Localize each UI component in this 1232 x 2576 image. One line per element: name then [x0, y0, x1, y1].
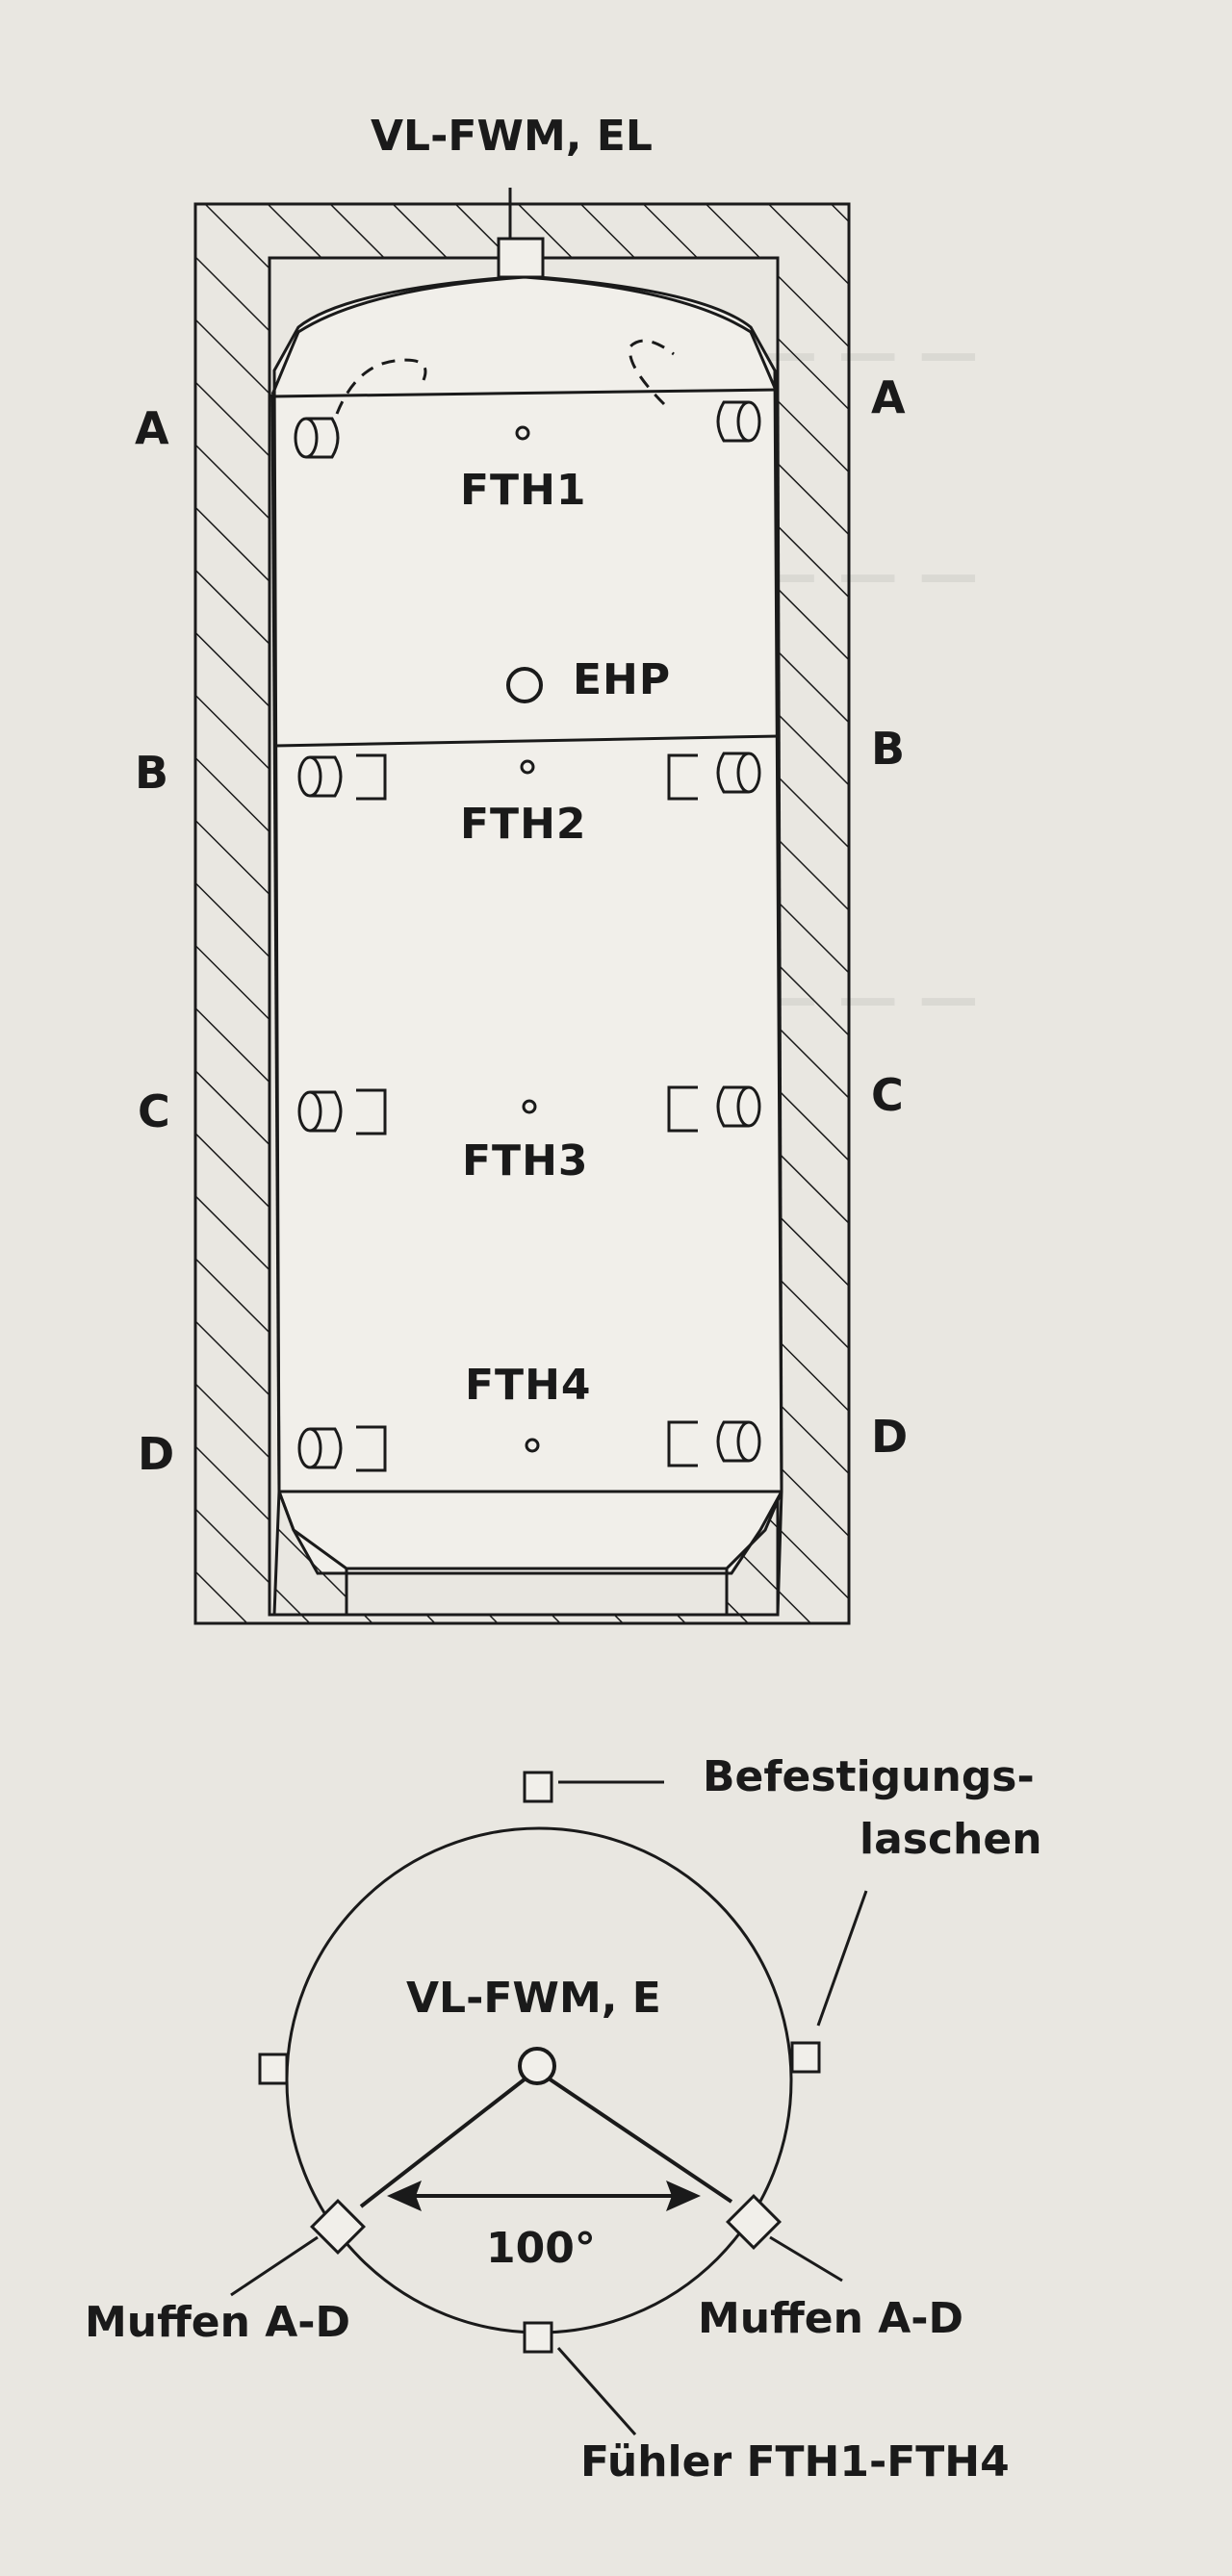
lug-bottom [523, 2321, 553, 2354]
side-label-left-B: B [135, 747, 169, 799]
socket-A-left [294, 417, 340, 459]
socket-A-right [716, 400, 761, 443]
sensor-point-FTH3 [522, 1099, 537, 1114]
top-connection-label: VL-FWM, EL [371, 112, 653, 161]
sockets-label-right: Muffen A-D [698, 2294, 964, 2343]
lug-right [790, 2041, 821, 2074]
bottom-corner-left [272, 1491, 348, 1617]
socket-D-right [667, 1420, 761, 1467]
side-label-left-A: A [135, 402, 169, 454]
socket-D-left [297, 1425, 387, 1472]
side-label-right-B: B [871, 723, 906, 775]
sensor-label-FTH1: FTH1 [460, 466, 587, 515]
bottom-corner-right [725, 1491, 783, 1617]
sensor-point-FTH1 [515, 425, 530, 441]
center-connection-label: VL-FWM, E [406, 1974, 661, 2023]
socket-C-left [297, 1088, 387, 1135]
lug-label-line1: Befestigungs- [703, 1752, 1035, 1801]
sockets-label-left: Muffen A-D [85, 2298, 351, 2347]
lug-left [258, 2053, 289, 2085]
socket-B-right [667, 752, 761, 801]
sensor-point-FTH4 [525, 1438, 540, 1453]
side-label-right-C: C [871, 1069, 904, 1121]
side-label-left-D: D [138, 1428, 175, 1480]
lug-top [523, 1771, 553, 1803]
plan-socket-left [310, 2199, 366, 2255]
socket-C-right [667, 1085, 761, 1133]
center-connection [518, 2047, 556, 2085]
sensor-label-FTH4: FTH4 [465, 1361, 592, 1410]
socket-B-left [297, 753, 387, 801]
angle-label: 100° [486, 2224, 596, 2273]
top-connection-socket [497, 237, 545, 279]
sensor-label-caption: Fühler FTH1-FTH4 [580, 2437, 1010, 2487]
sensor-point-FTH2 [520, 759, 535, 775]
sensor-label-FTH2: FTH2 [460, 800, 587, 849]
heater-port-circle [506, 667, 543, 703]
sensor-label-FTH3: FTH3 [462, 1136, 589, 1186]
side-label-right-A: A [871, 371, 906, 423]
lug-label-line2: laschen [860, 1815, 1042, 1864]
heater-port-label: EHP [573, 655, 672, 704]
side-label-right-D: D [871, 1411, 909, 1463]
plan-socket-right [726, 2194, 782, 2250]
side-label-left-C: C [138, 1085, 170, 1137]
